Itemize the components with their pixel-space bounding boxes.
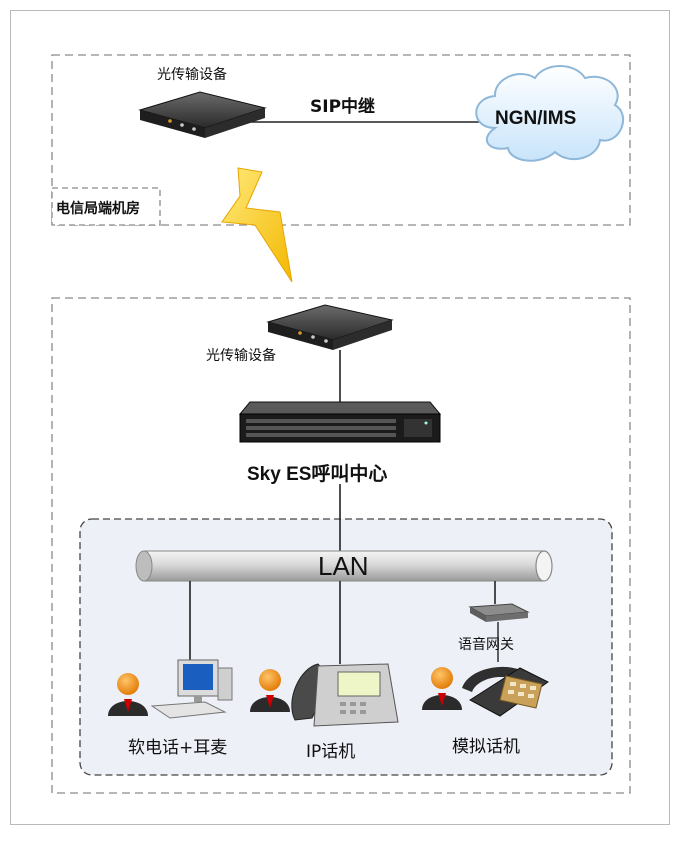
server-label: Sky ES呼叫中心: [247, 464, 388, 485]
analog-phone-icon: [462, 666, 549, 717]
customer-zone: [51, 297, 631, 794]
agent-person-icon-1: [108, 673, 148, 716]
ip-phone-icon: [291, 663, 399, 727]
lan-label: LAN: [318, 551, 369, 581]
ngn-ims-cloud-icon: [475, 65, 625, 162]
optical-device-bottom-icon: [266, 304, 394, 350]
telecom-room-label: 电信局端机房: [56, 201, 140, 217]
endpoint-analog-label: 模拟话机: [452, 737, 520, 757]
gateway-label: 语音网关: [458, 637, 514, 653]
telecom-room-label-box: [51, 187, 161, 226]
sip-trunk-label: SIP中继: [310, 97, 376, 117]
endpoint-softphone-label: 软电话+耳麦: [128, 738, 228, 758]
agent-person-icon-3: [422, 667, 462, 710]
optical-device-top-icon: [138, 91, 267, 138]
lightning-link-icon: [221, 167, 293, 283]
endpoint-ipphone-label: IP话机: [306, 742, 356, 762]
telecom-room-zone: [51, 54, 631, 226]
agent-person-icon-2: [250, 669, 290, 712]
optical-device-top-label: 光传输设备: [157, 67, 227, 83]
optical-device-bottom-label: 光传输设备: [206, 348, 276, 364]
ngn-ims-label: NGN/IMS: [495, 108, 577, 129]
sky-es-server-icon: [238, 401, 442, 443]
computer-headset-icon: [150, 659, 233, 719]
voice-gateway-icon: [468, 603, 530, 622]
lan-pipe: [135, 550, 553, 582]
